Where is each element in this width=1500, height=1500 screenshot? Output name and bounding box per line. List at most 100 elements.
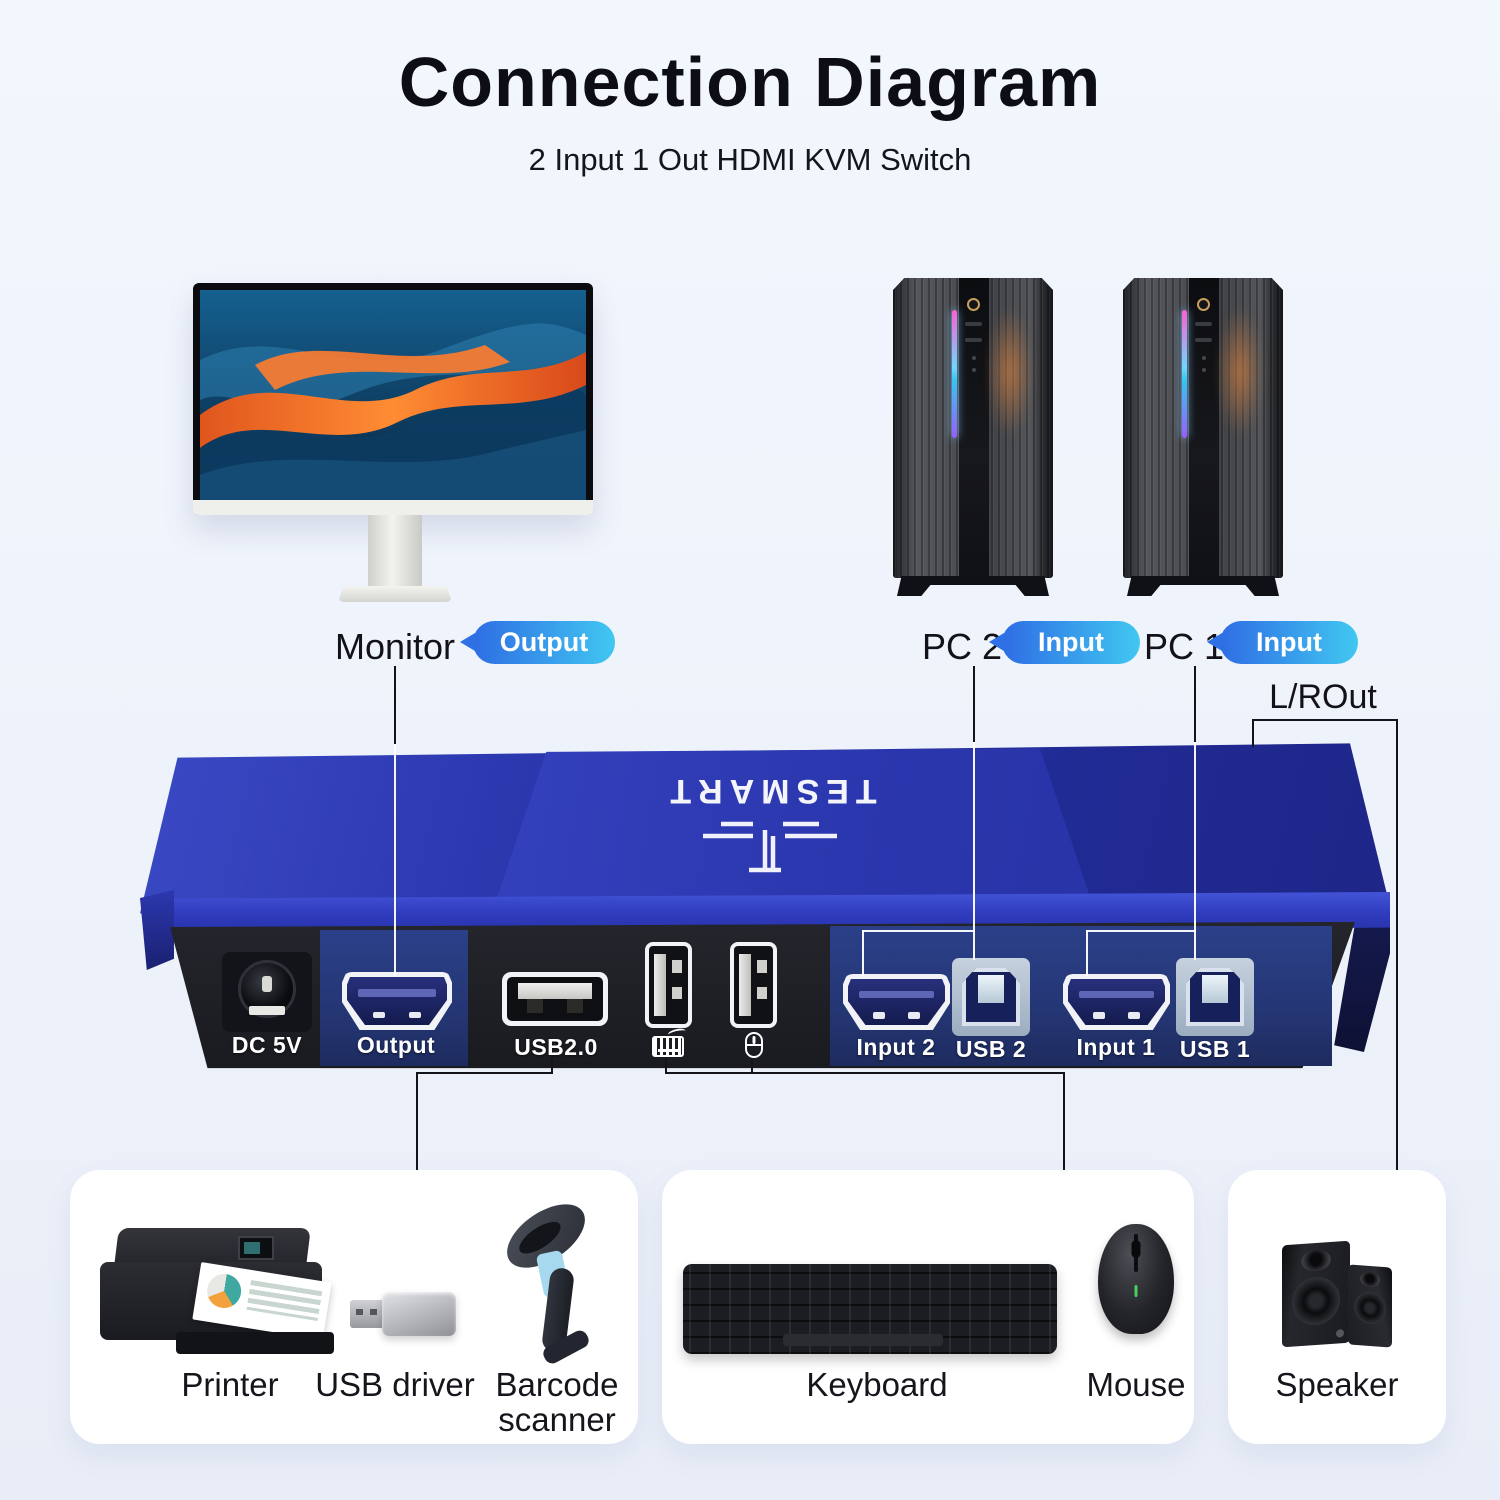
pc-tower-2 <box>893 278 1053 598</box>
usb20-socket <box>507 977 603 1021</box>
line-pc1-to-device <box>1194 666 1196 742</box>
monitor-screen <box>200 290 586 500</box>
line-km-to-keyboard-box <box>1063 1072 1065 1172</box>
usb20-port-label: USB2.0 <box>514 1034 598 1060</box>
speaker-knob <box>1336 1329 1344 1338</box>
monitor-chin <box>193 500 593 515</box>
pc2-vent <box>965 322 982 326</box>
pc2-front-strip <box>959 278 989 578</box>
mouse-image <box>1098 1224 1174 1334</box>
pc-tower-1 <box>1123 278 1283 598</box>
keyboard-image <box>683 1264 1057 1354</box>
output-badge: Output <box>460 621 615 664</box>
speaker-right <box>1348 1264 1392 1348</box>
line-monitor-to-output-port <box>394 744 396 976</box>
usb-contact <box>672 960 682 973</box>
printer-label: Printer <box>181 1366 279 1403</box>
pc2-power-button-icon <box>967 298 980 311</box>
output-badge-text: Output <box>499 627 589 657</box>
keyboard-usb-port <box>645 942 692 1028</box>
usb1-port <box>1176 958 1254 1036</box>
usb2-plug <box>978 975 1004 1003</box>
usb1-plug <box>1202 975 1228 1003</box>
speaker-label: Speaker <box>1275 1366 1399 1403</box>
pc1-led <box>1202 368 1206 372</box>
usb-contact <box>672 986 682 1000</box>
hdmi-pin-strip <box>358 989 436 997</box>
page-title: Connection Diagram <box>398 43 1102 121</box>
line-keyboard-stub <box>665 1058 667 1074</box>
line-usb20-horizontal <box>416 1072 553 1074</box>
mouse-label: Mouse <box>1086 1366 1186 1403</box>
kvm-top-center-panel <box>490 748 1097 919</box>
audio-out-label: L/ROut <box>1269 678 1377 716</box>
dc-jack-latch <box>249 1006 285 1015</box>
mouse-usb-socket <box>734 946 773 1024</box>
line-audio-to-speaker-box <box>1396 719 1398 1171</box>
line-usb20-to-printer-box <box>416 1072 418 1172</box>
keyboard-label: Keyboard <box>806 1366 948 1403</box>
line-pc1-branch <box>1086 930 1196 932</box>
pc1-input-badge-text: Input <box>1256 627 1322 657</box>
keyboard-icon <box>652 1036 684 1057</box>
usb-contact <box>757 986 767 1000</box>
line-pc2-branch <box>862 930 975 932</box>
monitor-wallpaper <box>200 290 586 500</box>
kvm-left-side <box>140 890 174 970</box>
pc2-vent <box>965 338 982 342</box>
input2-port-label: Input 2 <box>856 1034 936 1060</box>
usb-stick-body <box>382 1292 456 1336</box>
monitor-stand-base <box>338 586 452 602</box>
hdmi-contact <box>1093 1012 1105 1019</box>
hdmi-pin-strip <box>858 990 935 998</box>
keyboard-usb-socket <box>649 946 688 1024</box>
pc1-glow <box>1217 306 1263 438</box>
pc2-label: PC 2 <box>921 626 1003 667</box>
pc2-glow <box>987 306 1033 438</box>
hdmi-input2-port <box>843 974 950 1030</box>
speaker-tweeter <box>1301 1248 1331 1273</box>
hdmi-output-socket <box>347 977 447 1025</box>
kvm-switch: TESMART DC 5V Output USB2.0 <box>140 740 1390 1080</box>
pc2-input-badge: Input <box>989 621 1140 664</box>
dc-port-label: DC 5V <box>231 1032 303 1058</box>
speaker-woofer <box>1354 1290 1386 1326</box>
line-audio-to-device <box>1252 719 1254 747</box>
pc1-vent <box>1195 338 1212 342</box>
hdmi-contact <box>1128 1012 1140 1019</box>
pc2-rgb-strip <box>952 310 957 438</box>
dc-jack-pin <box>262 976 272 992</box>
monitor-stand-neck <box>368 515 422 587</box>
line-pc2-to-device <box>973 666 975 742</box>
hdmi-contact <box>908 1012 920 1019</box>
pc1-front-strip <box>1189 278 1219 578</box>
speaker-left <box>1282 1240 1350 1348</box>
pc1-input-badge: Input <box>1207 621 1358 664</box>
pc1-feet <box>1127 576 1279 596</box>
printer-tray <box>176 1332 334 1354</box>
hdmi-output-port <box>342 972 452 1030</box>
line-pc2-to-usb2-port <box>973 742 975 960</box>
usb-contact <box>757 960 767 973</box>
pc1-rgb-strip <box>1182 310 1187 438</box>
dc-power-jack <box>222 952 312 1032</box>
line-usb20-stub <box>551 1058 553 1074</box>
hdmi-contact <box>873 1012 885 1019</box>
usb2-port-label: USB 2 <box>955 1036 1027 1062</box>
printer-screen <box>238 1236 274 1260</box>
mouse-usb-port <box>730 942 777 1028</box>
output-port-label: Output <box>356 1032 436 1058</box>
line-pc1-to-input1-port <box>1086 930 1088 976</box>
line-pc1-to-usb1-port <box>1194 742 1196 960</box>
monitor-label: Monitor <box>334 626 456 667</box>
hdmi-input2-socket <box>848 979 945 1025</box>
line-km-horizontal <box>665 1072 1065 1074</box>
line-audio-horizontal <box>1252 719 1398 721</box>
usb1-port-label: USB 1 <box>1179 1036 1251 1062</box>
keyboard-spacebar <box>783 1334 943 1346</box>
hdmi-input1-socket <box>1068 979 1165 1025</box>
usb-driver-label: USB driver <box>315 1366 475 1403</box>
keyboard-usb-tongue <box>654 953 667 1017</box>
input1-port-label: Input 1 <box>1076 1034 1156 1060</box>
